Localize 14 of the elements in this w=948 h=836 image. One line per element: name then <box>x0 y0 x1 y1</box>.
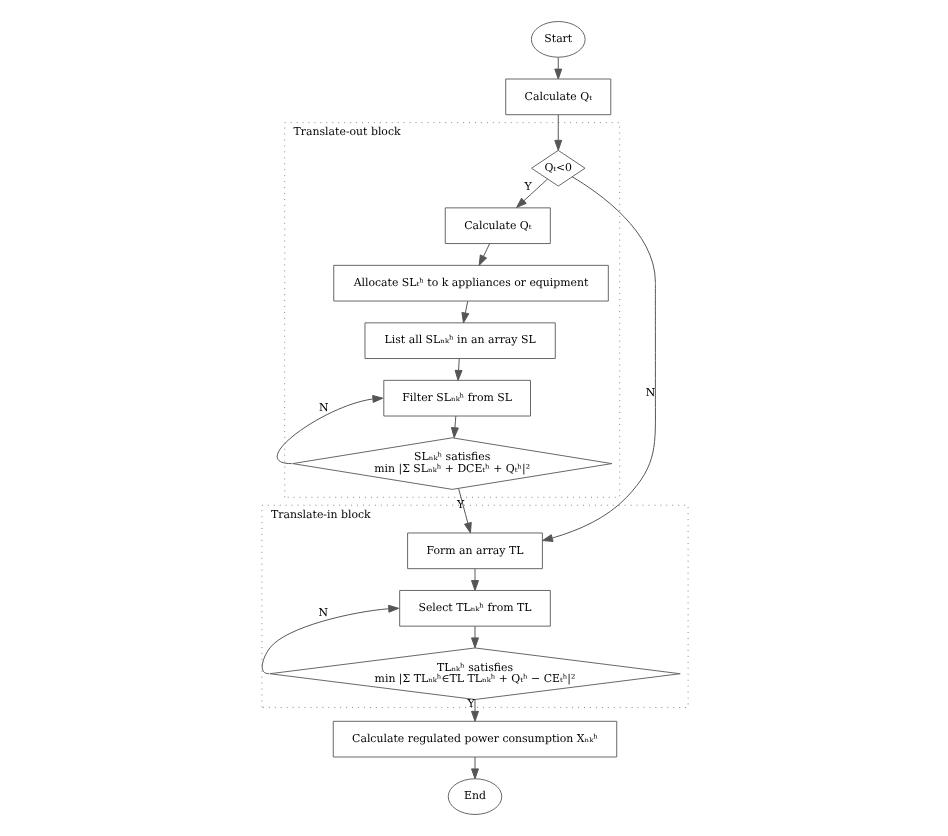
arrow <box>449 415 458 439</box>
arrow <box>553 56 562 80</box>
arrow <box>470 756 478 780</box>
arrow <box>453 358 462 381</box>
arrow <box>275 395 383 465</box>
arrow <box>470 625 478 649</box>
arrow <box>477 243 490 266</box>
arrow <box>553 114 562 151</box>
arrow <box>460 300 469 324</box>
arrow <box>470 699 478 722</box>
arrow <box>541 176 655 542</box>
arrow <box>470 568 478 591</box>
arrow <box>515 178 547 208</box>
arrow <box>457 488 471 534</box>
